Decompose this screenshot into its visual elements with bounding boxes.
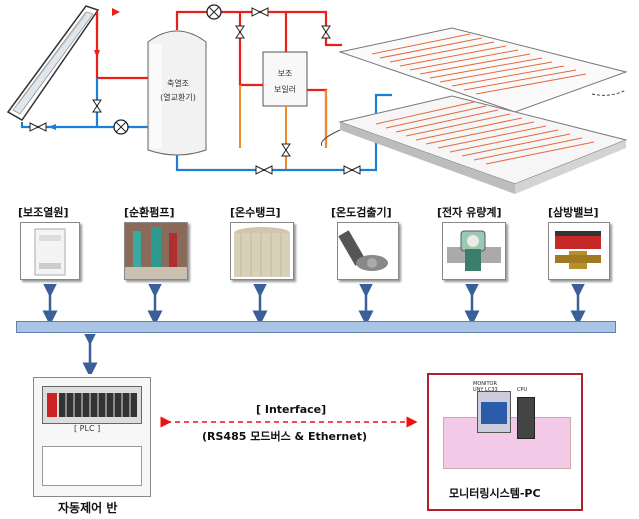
floor-heating-panel <box>320 27 628 194</box>
plc-module <box>47 393 57 417</box>
aux-boiler-box <box>262 51 308 107</box>
component-label-pump: [순환펌프] <box>124 206 175 219</box>
aux-heat-source-image <box>20 222 80 280</box>
cold-pipe <box>20 78 392 172</box>
monitor-label: MONITOR <box>473 381 497 387</box>
solar-collector <box>6 5 100 121</box>
hot-water-tank-image <box>230 222 294 280</box>
pump-image <box>124 222 188 280</box>
arrow-right-icon <box>112 8 120 16</box>
monitoring-system-frame: MONITOR UNY LC33 CPU 모니터링시스템-PC <box>427 373 583 511</box>
arrow-down-icon <box>94 50 100 58</box>
component-label-flowmeter: [전자 유량계] <box>437 206 502 219</box>
component-bus-arrows <box>42 284 586 326</box>
bus-plc-arrow <box>82 334 98 374</box>
storage-tank-sublabel: (열교환기) <box>160 93 196 102</box>
communication-bus <box>16 321 616 333</box>
plc-label: [ PLC ] <box>74 424 101 433</box>
monitor-screen <box>481 402 507 424</box>
monitor-label-2: UNY LC33 <box>473 387 498 393</box>
component-label-aux-heat: [보조열원] <box>18 206 69 219</box>
temp-sensor-image <box>337 222 399 280</box>
plc-lower-compartment <box>42 446 142 486</box>
interface-title: [ Interface] <box>256 403 327 416</box>
interface-protocol: (RS485 모드버스 & Ethernet) <box>202 430 368 443</box>
pump-icon <box>206 4 222 20</box>
cpu-label: CPU <box>517 387 528 393</box>
component-label-tank: [온수탱크] <box>230 206 281 219</box>
pump-icon <box>113 119 129 135</box>
3way-valve-image <box>548 222 610 280</box>
plc-control-panel: [ PLC ] <box>33 377 151 497</box>
storage-tank-label: 축열조 <box>166 79 190 88</box>
valve-icon <box>29 7 361 175</box>
monitor-image <box>477 391 511 433</box>
plc-io-modules <box>59 393 137 417</box>
plc-rack <box>42 386 142 424</box>
aux-boiler-label-2: 보일러 <box>273 85 297 94</box>
aux-boiler-label: 보조 <box>277 69 293 78</box>
monitoring-label: 모니터링시스템-PC <box>449 487 541 500</box>
component-label-temp-sensor: [온도검출기] <box>331 206 392 219</box>
arrow-left-icon <box>48 124 56 130</box>
cpu-tower-image <box>517 397 535 439</box>
heating-system-diagram <box>6 4 628 194</box>
flowmeter-image <box>442 222 506 280</box>
storage-tank <box>147 30 207 156</box>
plc-panel-label: 자동제어 반 <box>58 501 118 515</box>
component-label-3way-valve: [삼방밸브] <box>548 206 599 219</box>
